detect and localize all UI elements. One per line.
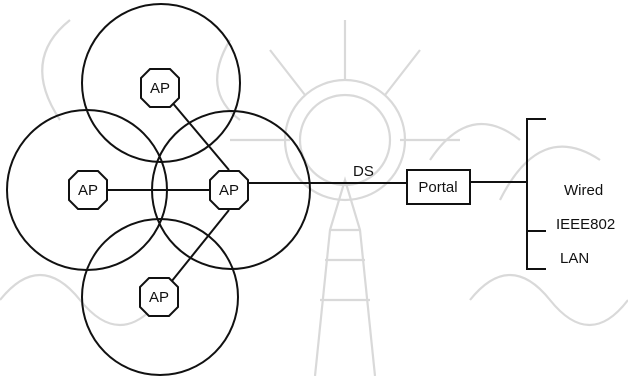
ap-shape — [68, 170, 108, 210]
ap-label: AP — [150, 80, 170, 97]
ap-node-top: AP — [140, 68, 180, 108]
lan-label-ieee802: IEEE802 — [556, 216, 615, 233]
ds-label: DS — [353, 163, 374, 180]
portal-box — [406, 169, 471, 205]
ap-shape — [209, 170, 249, 210]
watermark-emblem — [0, 19, 628, 376]
ap-node-left: AP — [68, 170, 108, 210]
ap-node-center: AP — [209, 170, 249, 210]
ap-node-bottom: AP — [139, 277, 179, 317]
ap-label: AP — [149, 289, 169, 306]
lan-label-lan: LAN — [560, 250, 589, 267]
bss-circle-bottom — [81, 218, 239, 376]
portal-label: Portal — [418, 179, 457, 196]
lan-label-wired: Wired — [564, 182, 603, 199]
ap-shape — [140, 68, 180, 108]
ap-label: AP — [219, 182, 239, 199]
ap-shape — [139, 277, 179, 317]
ap-label: AP — [78, 182, 98, 199]
